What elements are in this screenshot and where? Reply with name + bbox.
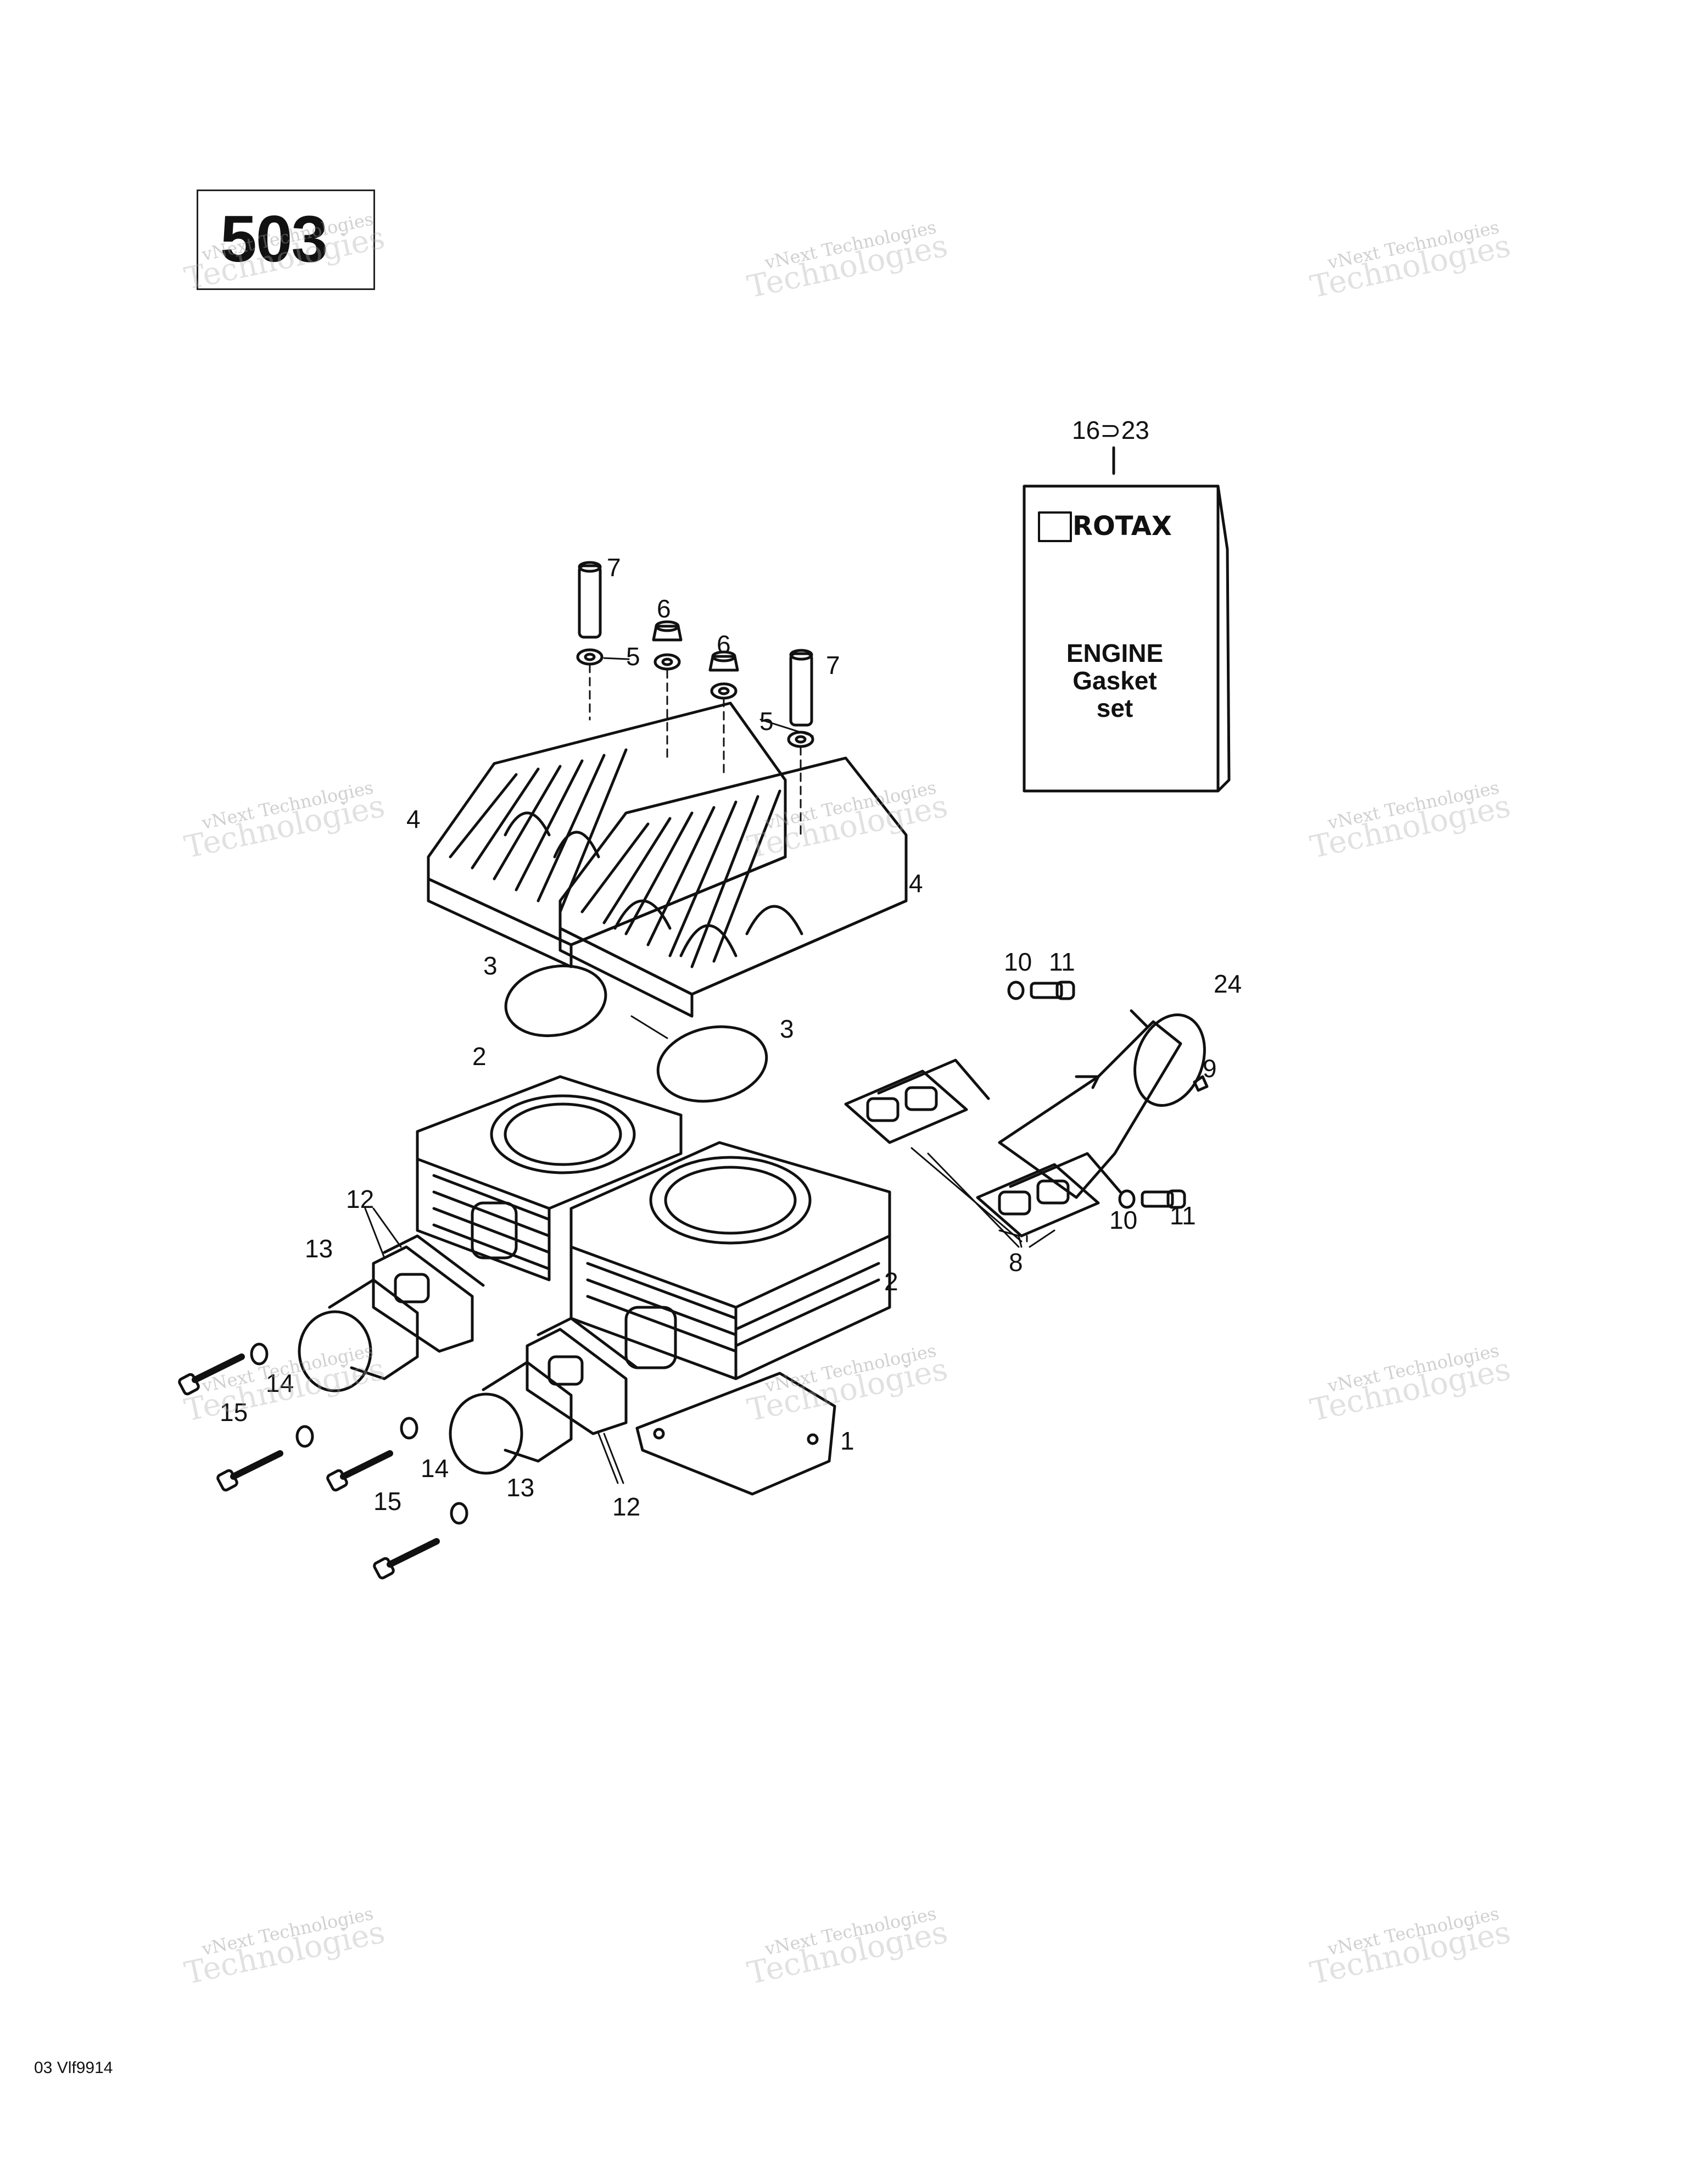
- stud-7-right: [789, 649, 813, 727]
- intake-flange-upper: [298, 1278, 419, 1392]
- plug-24: [1193, 1075, 1209, 1092]
- callout-6-left: 6: [657, 594, 671, 623]
- washer-5a: [576, 648, 604, 666]
- callout-9: 9: [1203, 1054, 1217, 1083]
- callout-14-upper: 14: [266, 1369, 294, 1397]
- callout-3-right: 3: [780, 1015, 794, 1043]
- callout-8: 8: [1009, 1248, 1023, 1277]
- callout-11-top: 11: [1049, 948, 1075, 976]
- washer-14b: [295, 1425, 314, 1448]
- screw-15b: [216, 1450, 283, 1492]
- cylinder-right: [569, 1141, 891, 1380]
- callout-1: 1: [840, 1427, 854, 1455]
- gasket-kit: ROTAX ENGINE Gasket set: [1024, 483, 1222, 791]
- kit-title-line3: set: [1096, 694, 1133, 722]
- callout-6-right: 6: [717, 630, 731, 659]
- callout-24: 24: [1214, 970, 1242, 998]
- kit-title-line2: Gasket: [1072, 666, 1157, 695]
- intake-gasket-upper: [372, 1234, 485, 1353]
- screw-15c: [326, 1450, 393, 1492]
- washer-14d: [450, 1502, 468, 1525]
- nut-6a: [652, 625, 683, 642]
- intake-flange-lower: [449, 1361, 573, 1475]
- screw-15a: [178, 1353, 245, 1396]
- washer-5a-hole: [584, 653, 596, 661]
- kit-title-line1: ENGINE: [1066, 639, 1164, 667]
- nut-6b: [708, 655, 739, 672]
- stud-7-left: [578, 561, 602, 639]
- washer-5d: [710, 682, 738, 700]
- gasket-kit-box: [1023, 446, 1231, 793]
- cylinder-left: [416, 1075, 683, 1282]
- cylinder-head-right: [558, 756, 908, 1018]
- callout-11-bottom: 11: [1170, 1201, 1196, 1230]
- cylinder-head-left: [427, 701, 787, 968]
- callout-12-lower: 12: [612, 1492, 641, 1521]
- base-gasket: [635, 1372, 836, 1496]
- screw-11-top: [1030, 980, 1075, 1000]
- figure-reference: 03 Vlf9914: [34, 2059, 113, 2077]
- kit-brand-label: ROTAX: [1072, 511, 1172, 542]
- intake-gasket-lower: [526, 1317, 639, 1435]
- washer-5c: [653, 653, 681, 671]
- callout-2-right: 2: [884, 1267, 898, 1296]
- callout-5-right: 5: [759, 707, 774, 736]
- head-gasket-left: [504, 964, 607, 1038]
- callout-10-top: 10: [1004, 948, 1032, 976]
- callout-15-lower: 15: [373, 1487, 402, 1516]
- washer-14c: [400, 1417, 418, 1440]
- callout-13-upper: 13: [305, 1234, 333, 1263]
- screw-11-bottom: [1141, 1189, 1186, 1209]
- callout-3-left: 3: [483, 951, 498, 980]
- callout-4-right: 4: [909, 869, 923, 898]
- kit-range-label: 16⊃23: [1072, 416, 1149, 444]
- screw-15d: [373, 1538, 440, 1580]
- exhaust-gasket-upper: [844, 1058, 990, 1144]
- washer-14a: [250, 1342, 269, 1366]
- callout-7-right: 7: [826, 651, 840, 679]
- engine-model-label: 503: [220, 202, 328, 276]
- exhaust-gasket-lower: [976, 1152, 1122, 1238]
- exhaust-manifold: [998, 1009, 1206, 1199]
- callout-2-left: 2: [472, 1042, 487, 1071]
- washer-10-top: [1007, 980, 1025, 1000]
- callout-15-upper: 15: [220, 1398, 248, 1427]
- head-gasket-right: [656, 1025, 768, 1103]
- washer-10-bottom: [1118, 1189, 1136, 1209]
- callout-14-lower: 14: [421, 1454, 449, 1483]
- callout-5-left: 5: [626, 642, 640, 671]
- callout-13-lower: 13: [506, 1473, 535, 1502]
- engine-model-box: 503: [197, 190, 375, 290]
- callout-10-bottom: 10: [1109, 1206, 1138, 1234]
- callout-7-left: 7: [607, 553, 621, 582]
- callout-4-left: 4: [406, 805, 421, 833]
- callout-12-upper: 12: [346, 1185, 375, 1213]
